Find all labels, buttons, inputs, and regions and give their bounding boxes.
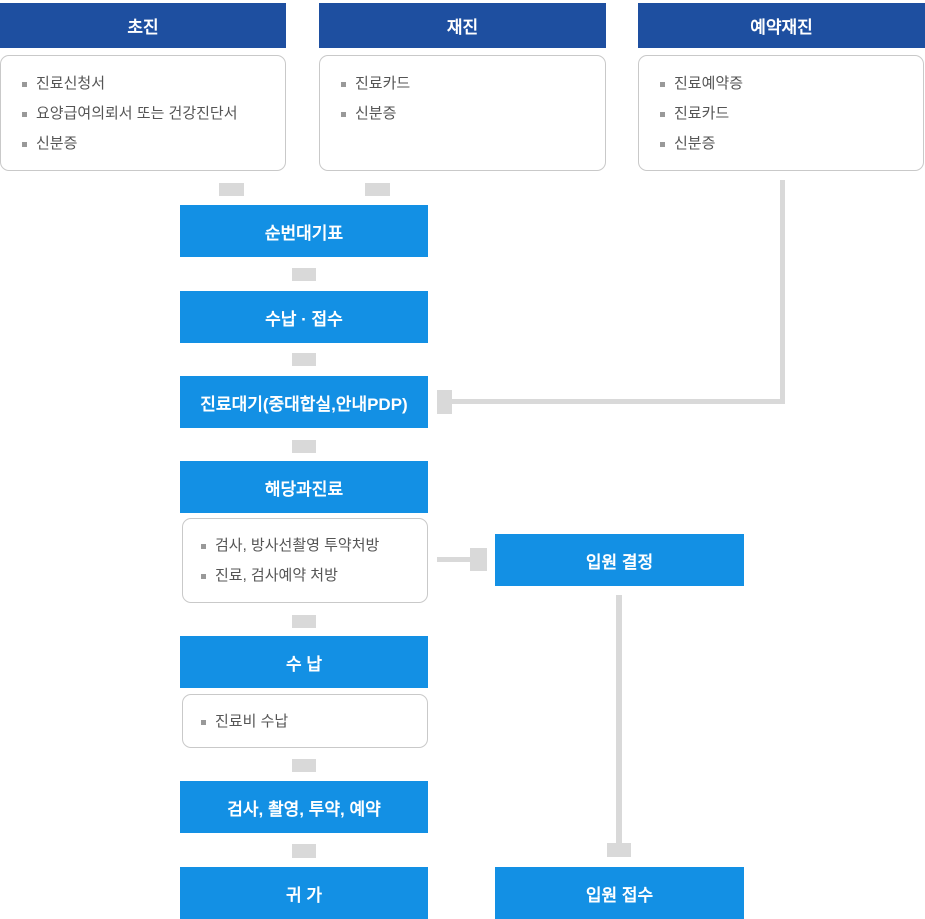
connector-line-admission-vertical	[616, 595, 622, 843]
list-item: 신분증	[660, 129, 913, 159]
flow-box-tests: 검사, 촬영, 투약, 예약	[180, 781, 428, 833]
list-item-text: 신분증	[36, 135, 78, 152]
list-item-text: 진료비 수납	[215, 713, 289, 730]
connector-payment-note-to-tests	[292, 759, 316, 772]
flow-box-queue-ticket: 순번대기표	[180, 205, 428, 257]
connector-line-to-admission-decision	[437, 557, 470, 562]
first-visit-requirements-card: 진료신청서 요양급여의뢰서 또는 건강진단서 신분증	[0, 55, 286, 171]
column-header-first-visit: 초진	[0, 3, 286, 48]
list-item: 요양급여의뢰서 또는 건강진단서	[22, 99, 275, 129]
revisit-requirements-card: 진료카드 신분증	[319, 55, 606, 171]
treatment-note-card: 검사, 방사선촬영 투약처방 진료, 검사예약 처방	[182, 518, 428, 603]
connector-queue-to-payment-reception	[292, 268, 316, 281]
bullet-square-icon	[660, 81, 665, 87]
bullet-square-icon	[201, 543, 206, 549]
connector-note-to-payment	[292, 615, 316, 628]
reserved-revisit-requirements-card: 진료예약증 진료카드 신분증	[638, 55, 924, 171]
list-item-text: 진료카드	[355, 75, 411, 92]
bullet-square-icon	[22, 141, 27, 147]
connector-cap-admission-decision	[470, 548, 487, 571]
list-item: 진료, 검사예약 처방	[201, 561, 419, 591]
payment-note-card: 진료비 수납	[182, 694, 428, 748]
bullet-square-icon	[660, 141, 665, 147]
flow-box-admission-reception: 입원 접수	[495, 867, 744, 919]
bullet-square-icon	[22, 111, 27, 117]
list-item: 진료비 수납	[201, 707, 419, 737]
bullet-square-icon	[341, 81, 346, 87]
list-item: 신분증	[341, 99, 595, 129]
bullet-square-icon	[660, 111, 665, 117]
connector-first-visit-to-queue	[219, 183, 244, 196]
connector-line-reserved-revisit-vertical	[780, 180, 785, 404]
flow-box-payment-reception: 수납 · 접수	[180, 291, 428, 343]
connector-tests-to-home	[292, 844, 316, 858]
column-header-reserved-revisit: 예약재진	[638, 3, 925, 48]
list-item: 신분증	[22, 129, 275, 159]
connector-revisit-to-queue	[365, 183, 390, 196]
list-item-text: 진료예약증	[674, 75, 744, 92]
list-item: 진료카드	[341, 69, 595, 99]
list-item-text: 신분증	[674, 135, 716, 152]
list-item-text: 진료, 검사예약 처방	[215, 567, 338, 584]
connector-cap-waiting-right	[437, 390, 452, 414]
list-item: 검사, 방사선촬영 투약처방	[201, 531, 419, 561]
list-item: 진료카드	[660, 99, 913, 129]
bullet-square-icon	[341, 111, 346, 117]
list-item: 진료예약증	[660, 69, 913, 99]
list-item: 진료신청서	[22, 69, 275, 99]
bullet-square-icon	[201, 719, 206, 725]
list-item-text: 신분증	[355, 105, 397, 122]
list-item-text: 진료카드	[674, 105, 730, 122]
flow-box-department-treatment: 해당과진료	[180, 461, 428, 513]
column-header-revisit: 재진	[319, 3, 606, 48]
connector-line-reserved-revisit-horizontal	[450, 399, 783, 404]
connector-waiting-to-department	[292, 440, 316, 453]
flow-box-payment: 수 납	[180, 636, 428, 688]
flow-box-go-home: 귀 가	[180, 867, 428, 919]
bullet-square-icon	[201, 573, 206, 579]
connector-payment-reception-to-waiting	[292, 353, 316, 366]
flow-box-admission-decision: 입원 결정	[495, 534, 744, 586]
list-item-text: 진료신청서	[36, 75, 106, 92]
bullet-square-icon	[22, 81, 27, 87]
list-item-text: 요양급여의뢰서 또는 건강진단서	[36, 105, 238, 122]
connector-cap-admission-reception	[607, 843, 631, 857]
flow-box-waiting: 진료대기(중대합실,안내PDP)	[180, 376, 428, 428]
list-item-text: 검사, 방사선촬영 투약처방	[215, 537, 380, 554]
